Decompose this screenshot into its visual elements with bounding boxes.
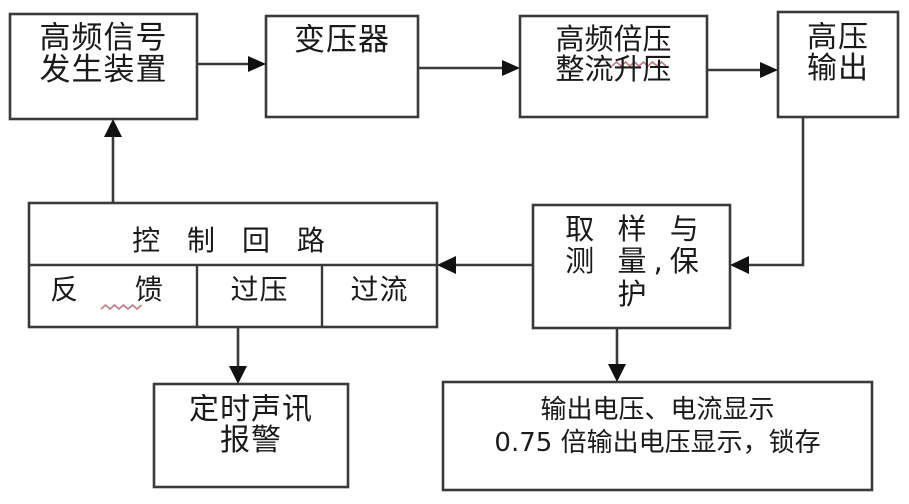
connector-sampling-to-control-circuit <box>437 256 533 274</box>
box-alarm[interactable] <box>152 382 350 489</box>
box-multiplier[interactable] <box>518 14 709 119</box>
spellcheck-squiggle-multiplier <box>611 60 667 68</box>
connector-sampling-to-display <box>608 328 626 382</box>
spellcheck-squiggle-feedback <box>100 303 143 311</box>
connector-hf-generator-to-transformer <box>197 56 266 72</box>
box-display[interactable] <box>441 380 874 492</box>
connector-transformer-to-multiplier <box>418 60 520 76</box>
connector-control-circuit-to-alarm <box>229 327 247 384</box>
connector-control-circuit-to-hf-generator <box>104 119 122 203</box>
connector-hv-output-to-sampling <box>730 117 805 274</box>
box-hv-output[interactable] <box>776 10 900 119</box>
connector-multiplier-to-hv-output <box>707 62 778 78</box>
box-hf-generator[interactable] <box>8 12 199 121</box>
box-sampling[interactable] <box>531 203 732 330</box>
box-transformer[interactable] <box>264 14 420 119</box>
